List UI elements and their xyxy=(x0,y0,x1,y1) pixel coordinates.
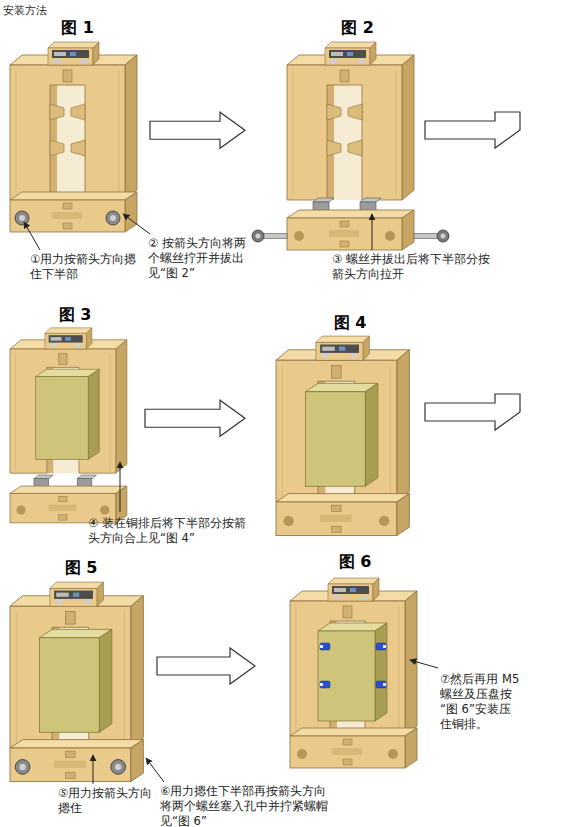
figure-panel: 图 3 xyxy=(5,305,145,520)
leader-line xyxy=(24,222,40,250)
step-note: ⑥用力摁住下半部再按箭头方向将两个螺丝塞入孔中并拧紧螺帽见“图 6” xyxy=(160,784,338,827)
step-note: ⑦然后再用 M5 螺丝及压盘按“图 6”安装压住铜排。 xyxy=(440,672,520,732)
ct-figure-5 xyxy=(10,582,143,782)
hollow-arrow xyxy=(145,400,245,436)
hollow-arrow xyxy=(425,394,520,430)
hollow-arrow xyxy=(157,648,255,684)
figure-panel: 图 5 xyxy=(5,558,157,784)
figure-panel: 图 4 xyxy=(245,313,425,535)
ct-figure-6 xyxy=(290,578,417,768)
figure-title: 图 3 xyxy=(5,305,145,325)
step-note: ④ 装在铜排后将下半部分按箭头方向合上见“图 4” xyxy=(88,516,250,546)
leader-line xyxy=(93,755,94,784)
step-note: ①用力按箭头方向摁住下半部 xyxy=(30,252,138,282)
section-title: 安装方法 xyxy=(3,3,83,18)
figure-panel: 图 2 xyxy=(245,18,430,250)
ct-figure-3 xyxy=(10,328,127,523)
leader-line xyxy=(123,214,150,234)
figure-title: 图 5 xyxy=(5,558,157,578)
hollow-arrow xyxy=(425,112,520,148)
figure-panel: 图 6 xyxy=(255,552,425,770)
figure-title: 图 1 xyxy=(5,18,150,38)
ct-figure-2 xyxy=(252,42,449,250)
step-note: ③ 螺丝并拔出后将下半部分按箭头方向拉开 xyxy=(332,252,500,282)
step-note: ② 按箭头方向将两个螺丝拧开并拔出见“图 2” xyxy=(148,236,248,281)
figure-panel: 图 1 xyxy=(5,18,150,235)
leader-line xyxy=(372,214,373,250)
figure-title: 图 4 xyxy=(275,313,425,333)
ct-figure-4 xyxy=(276,336,409,535)
figure-title: 图 6 xyxy=(285,552,425,572)
hollow-arrow xyxy=(150,112,245,148)
leader-line xyxy=(410,660,438,668)
leader-line xyxy=(120,462,121,512)
figure-title: 图 2 xyxy=(285,18,430,38)
step-note: ⑤用力按箭头方向摁住 xyxy=(58,786,154,816)
leader-line xyxy=(146,758,164,782)
ct-figure-1 xyxy=(10,42,137,232)
